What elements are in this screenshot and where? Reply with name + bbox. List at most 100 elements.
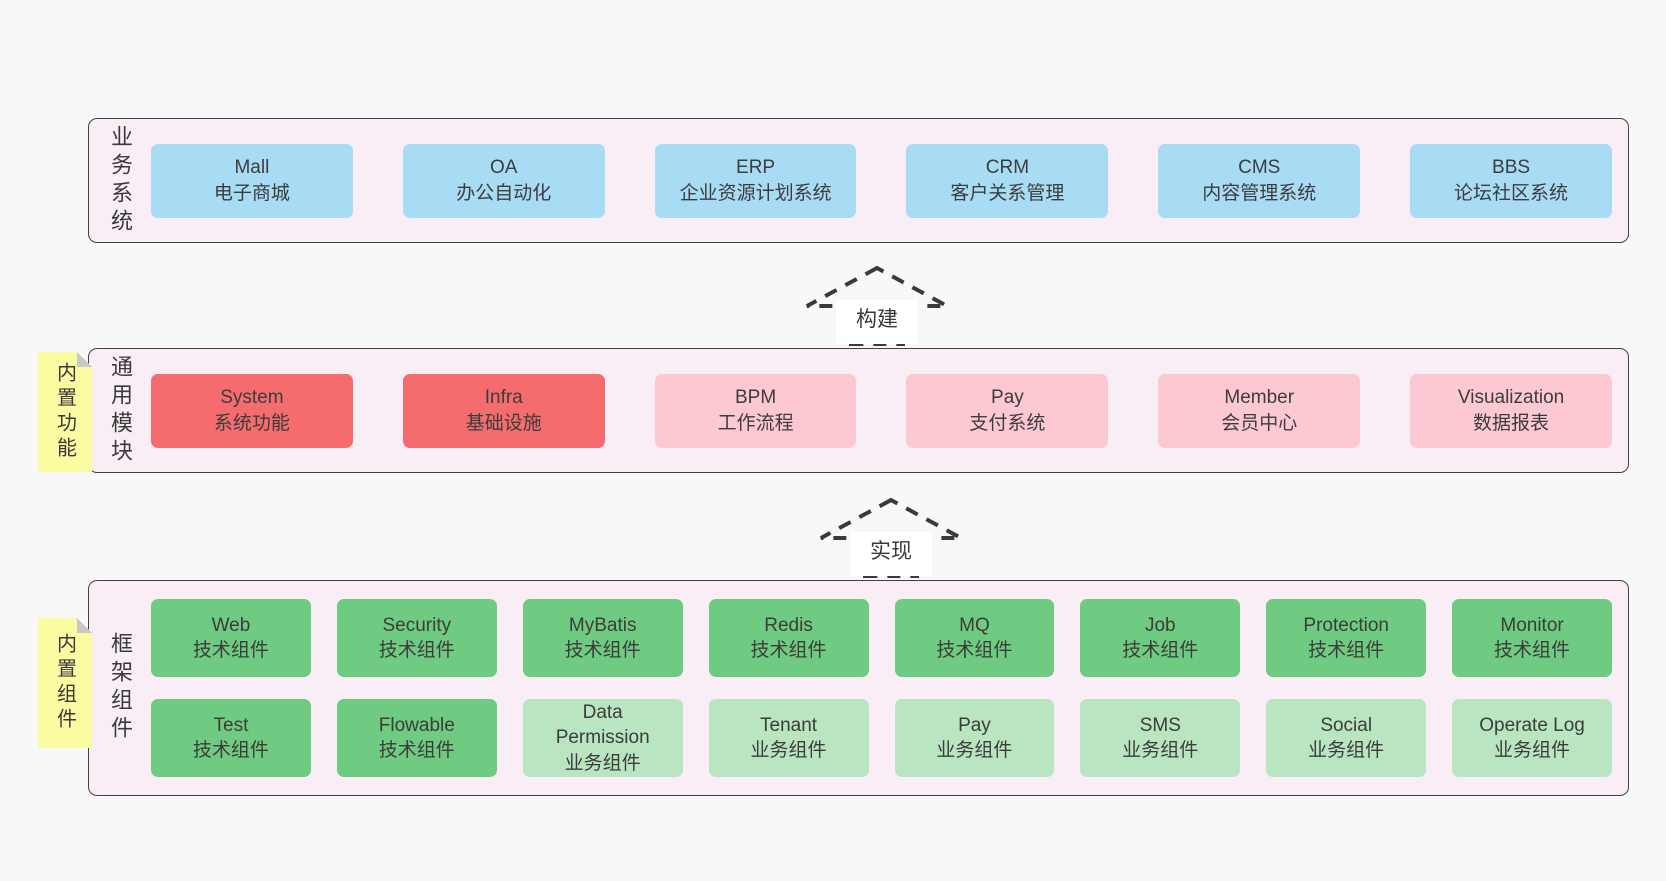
build-arrow-label: 构建 [836, 300, 918, 344]
box-title: Operate Log [1479, 714, 1585, 736]
box-title: Protection [1303, 614, 1389, 636]
box-title: System [220, 387, 284, 409]
box-subtitle: 技术组件 [378, 640, 455, 661]
box-title: Redis [764, 614, 813, 636]
box-title: CRM [985, 157, 1030, 179]
box-title: Social [1320, 714, 1373, 736]
box-subtitle: 工作流程 [717, 412, 794, 434]
box-subtitle: 内容管理系统 [1202, 182, 1317, 204]
box-title: MQ [959, 614, 990, 636]
box-title: Member [1224, 387, 1295, 409]
box-title: Test [213, 714, 249, 736]
box-title: Job [1144, 614, 1176, 636]
box-security: Security 技术组件 [336, 599, 497, 677]
box-visualization: Visualization 数据报表 [1410, 373, 1612, 448]
box-subtitle: 技术组件 [192, 740, 269, 761]
box-title: CMS [1238, 157, 1281, 179]
box-operate-log: Operate Log 业务组件 [1452, 699, 1612, 777]
box-subtitle: 技术组件 [750, 640, 827, 661]
box-subtitle: 业务组件 [1122, 740, 1199, 761]
framework-row-1: Web 技术组件 Security 技术组件 MyBatis 技术组件 Redi… [151, 599, 1612, 677]
box-subtitle: 技术组件 [192, 640, 269, 661]
box-title: Flowable [378, 714, 455, 736]
box-title: OA [490, 157, 518, 179]
box-crm: CRM 客户关系管理 [906, 143, 1109, 218]
box-subtitle: 支付系统 [969, 412, 1046, 434]
band-business-systems: 业务系统 Mall 电子商城 OA 办公自动化 ERP 企业资源计划系统 CRM… [88, 118, 1629, 243]
box-pay-component: Pay 业务组件 [894, 699, 1055, 777]
box-subtitle: 业务组件 [564, 752, 641, 774]
framework-row-2: Test 技术组件 Flowable 技术组件 Data Permission … [151, 699, 1612, 777]
band-common-modules: 通用模块 System 系统功能 Infra 基础设施 BPM 工作流程 Pay… [88, 348, 1629, 473]
band-common-label: 通用模块 [108, 354, 133, 467]
band-business-label: 业务系统 [108, 124, 133, 237]
box-subtitle: 技术组件 [1122, 640, 1199, 661]
box-subtitle: 数据报表 [1473, 412, 1550, 434]
note-built-in-components: 内置组件 [38, 618, 92, 748]
box-subtitle: 论坛社区系统 [1454, 182, 1569, 204]
box-subtitle: 业务组件 [750, 740, 827, 761]
box-system: System 系统功能 [151, 373, 353, 448]
box-subtitle: 办公自动化 [456, 182, 552, 204]
box-monitor: Monitor 技术组件 [1452, 599, 1612, 677]
box-title: Security [382, 614, 452, 636]
box-mall: Mall 电子商城 [151, 143, 353, 218]
business-boxes: Mall 电子商城 OA 办公自动化 ERP 企业资源计划系统 CRM 客户关系… [151, 143, 1612, 218]
box-flowable: Flowable 技术组件 [336, 699, 497, 777]
box-subtitle: 技术组件 [1494, 640, 1571, 661]
box-erp: ERP 企业资源计划系统 [654, 143, 857, 218]
box-subtitle: 技术组件 [936, 640, 1013, 661]
box-subtitle: 业务组件 [1308, 740, 1385, 761]
box-title: MyBatis [568, 614, 637, 636]
box-subtitle: 技术组件 [564, 640, 641, 661]
box-title: Web [211, 614, 251, 636]
band-framework-components: 框架组件 Web 技术组件 Security 技术组件 MyBatis 技术组件… [88, 580, 1629, 796]
box-sms: SMS 业务组件 [1080, 699, 1241, 777]
box-title: Pay [958, 714, 991, 736]
box-title: BPM [734, 387, 777, 409]
box-oa: OA 办公自动化 [402, 143, 605, 218]
box-social: Social 业务组件 [1266, 699, 1427, 777]
box-subtitle: 客户关系管理 [950, 182, 1065, 204]
box-subtitle: 会员中心 [1221, 412, 1298, 434]
box-redis: Redis 技术组件 [708, 599, 869, 677]
box-subtitle: 业务组件 [1494, 740, 1571, 761]
box-mq: MQ 技术组件 [894, 599, 1055, 677]
box-title: ERP [736, 157, 776, 179]
box-subtitle: 技术组件 [1308, 640, 1385, 661]
box-title: Infra [484, 387, 523, 409]
note-built-in-features: 内置功能 [38, 352, 92, 472]
box-member: Member 会员中心 [1158, 373, 1361, 448]
box-web: Web 技术组件 [151, 599, 311, 677]
box-subtitle: 基础设施 [465, 412, 542, 434]
band-framework-label: 框架组件 [108, 632, 133, 744]
box-title: SMS [1139, 714, 1181, 736]
box-title: Mall [234, 157, 270, 179]
box-subtitle: 系统功能 [213, 412, 290, 434]
box-title: Monitor [1500, 614, 1564, 636]
box-title: Data Permission [555, 702, 650, 749]
box-title: Tenant [760, 714, 818, 736]
box-title: Visualization [1457, 387, 1565, 409]
implement-arrow-label: 实现 [850, 532, 932, 576]
framework-rows: Web 技术组件 Security 技术组件 MyBatis 技术组件 Redi… [151, 599, 1612, 777]
box-title: BBS [1492, 157, 1531, 179]
box-tenant: Tenant 业务组件 [708, 699, 869, 777]
box-test: Test 技术组件 [151, 699, 311, 777]
box-infra: Infra 基础设施 [402, 373, 605, 448]
box-subtitle: 业务组件 [936, 740, 1013, 761]
box-subtitle: 技术组件 [378, 740, 455, 761]
box-subtitle: 电子商城 [213, 182, 290, 204]
box-bpm: BPM 工作流程 [654, 373, 857, 448]
box-protection: Protection 技术组件 [1266, 599, 1427, 677]
build-arrow-icon [806, 265, 948, 346]
box-bbs: BBS 论坛社区系统 [1410, 143, 1612, 218]
box-job: Job 技术组件 [1080, 599, 1241, 677]
box-data-permission: Data Permission 业务组件 [522, 699, 683, 777]
box-title: Pay [991, 387, 1024, 409]
box-pay: Pay 支付系统 [906, 373, 1109, 448]
box-cms: CMS 内容管理系统 [1158, 143, 1361, 218]
common-module-boxes: System 系统功能 Infra 基础设施 BPM 工作流程 Pay 支付系统… [151, 373, 1612, 448]
box-mybatis: MyBatis 技术组件 [522, 599, 683, 677]
